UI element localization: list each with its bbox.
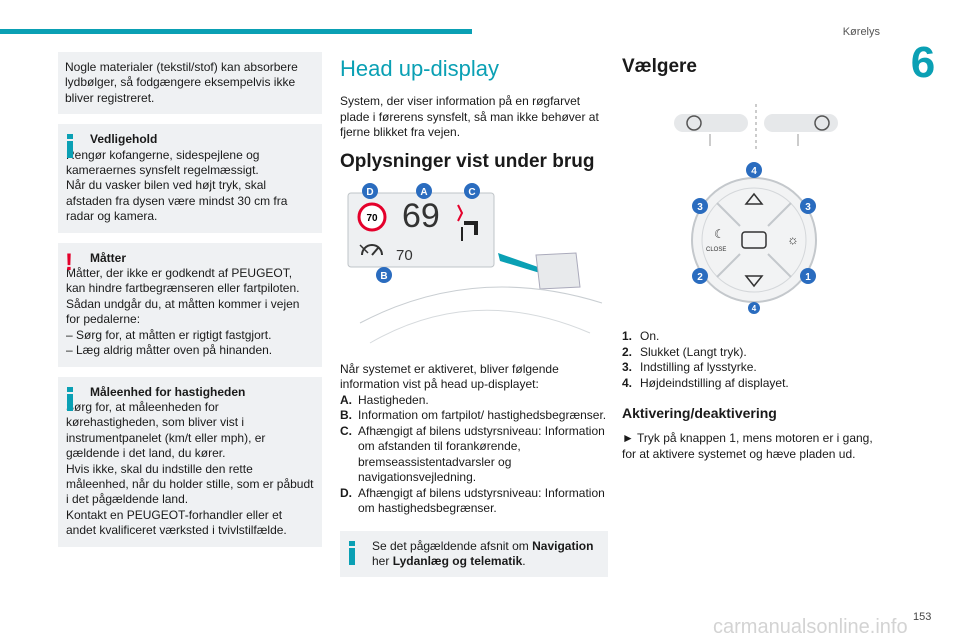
box-title: Vedligehold: [90, 132, 158, 147]
list-item: 2.Slukket (Langt tryk).: [622, 344, 747, 359]
list-item: 4.Højdeindstilling af displayet.: [622, 375, 789, 390]
svg-text:4: 4: [751, 166, 757, 177]
left-column: Nogle materialer (tekstil/stof) kan abso…: [58, 52, 322, 557]
header-accent-bar: [0, 29, 472, 34]
callout-c: C: [464, 182, 480, 199]
warning-icon: !: [65, 248, 73, 276]
callout-2: 2: [692, 268, 708, 284]
chapter-number: 6: [910, 38, 936, 87]
selector-ring: [701, 187, 807, 293]
list-item: D.Afhængigt af bilens udstyrsniveau: Inf…: [340, 485, 605, 516]
box-text: Måtter, der ikke er godkendt af PEUGEOT,…: [66, 266, 300, 358]
speed-value: 69: [402, 197, 440, 235]
up-arrow-icon: [744, 192, 764, 205]
intro-text: System, der viser information på en røgf…: [340, 94, 599, 139]
set-speed-value: 70: [396, 247, 413, 264]
section-heading: Oplysninger vist under brug: [340, 150, 595, 172]
list-item: B.Information om fartpilot/ hastighedsbe…: [340, 408, 607, 422]
down-arrow-icon: [744, 275, 764, 288]
navigation-arrow-icon: [457, 204, 478, 241]
close-label: CLOSE: [706, 247, 726, 253]
info-icon: [349, 540, 355, 565]
callout-1: 1: [800, 268, 816, 284]
sun-icon: ☼: [787, 232, 799, 247]
moon-icon: ☾: [714, 227, 725, 241]
action-text: ► Tryk på knappen 1, mens motoren er i g…: [622, 431, 873, 461]
dashboard-outline: [359, 286, 603, 323]
list-item: C.Afhængigt af bilens udstyrsniveau: Inf…: [340, 423, 605, 485]
subsection-heading: Aktivering/deaktivering: [622, 405, 777, 421]
info-icon: [67, 386, 73, 411]
svg-text:1: 1: [805, 272, 811, 283]
callout-3: 3: [692, 198, 708, 214]
middle-column: Head up-display System, der viser inform…: [340, 56, 608, 587]
dashboard-outline: [369, 309, 591, 343]
callout-b: B: [376, 266, 392, 283]
svg-text:A: A: [420, 187, 427, 198]
list-item: 3.Indstilling af lysstyrke.: [622, 360, 757, 374]
box-text: Rengør kofangerne, sidespejlene og kamer…: [66, 147, 288, 224]
hud-display-icon: [741, 231, 767, 249]
section-title: Kørelys: [842, 26, 880, 38]
cruise-control-icon: [359, 243, 383, 256]
steering-wheel-icon: [764, 114, 838, 146]
callout-4: 4: [748, 302, 760, 314]
callout-d: D: [362, 182, 378, 199]
svg-text:2: 2: [697, 272, 703, 283]
watermark: carmanualsonline.info: [713, 616, 908, 638]
list-item: A.Hastigheden.: [340, 392, 429, 407]
page-number: 153: [913, 611, 932, 623]
selector-list: 1.On. 2.Slukket (Langt tryk). 3.Indstill…: [622, 329, 884, 391]
box-text: Sørg for, at måleenheden for kørehastigh…: [66, 399, 314, 538]
svg-text:D: D: [366, 187, 373, 198]
page-title: Head up-display: [340, 56, 499, 81]
svg-text:3: 3: [697, 202, 703, 213]
info-icon: [67, 134, 73, 159]
hud-illustration: 70 69 70 D A C B: [347, 182, 603, 343]
list-lead: Når systemet er aktiveret, bliver følgen…: [340, 361, 559, 392]
svg-text:B: B: [380, 271, 387, 282]
steering-wheel-icon: [674, 114, 748, 146]
svg-text:4: 4: [752, 304, 757, 313]
box-title: Måleenhed for hastigheden: [90, 384, 246, 399]
info-list: A.Hastigheden. B.Information om fartpilo…: [340, 393, 608, 517]
mats-warning-box: ! Måtter Måtter, der ikke er godkendt af…: [58, 242, 322, 367]
navigation-note-box: Se det pågældende afsnit om Navigation h…: [340, 530, 608, 578]
box-title: Måtter: [90, 250, 127, 265]
maintenance-box: Vedligehold Rengør kofangerne, sidespejl…: [58, 124, 322, 233]
selector-illustration: ☾ CLOSE ☼ 4 3 3 2 1 4: [674, 104, 838, 314]
callout-3: 3: [800, 198, 816, 214]
callout-a: A: [416, 182, 432, 199]
hud-plate: [535, 251, 581, 290]
speed-unit-box: Måleenhed for hastigheden Sørg for, at m…: [58, 376, 322, 547]
hud-beam: [498, 252, 540, 273]
intro-box: Nogle materialer (tekstil/stof) kan abso…: [58, 52, 322, 115]
callout-4: 4: [746, 162, 762, 178]
intro-text: Nogle materialer (tekstil/stof) kan abso…: [65, 60, 298, 105]
list-item: 1.On.: [622, 329, 660, 343]
sign-value: 70: [366, 213, 378, 224]
section-heading: Vælgere: [622, 56, 697, 77]
cross-reference-link[interactable]: Lydanlæg og telematik: [392, 553, 523, 568]
svg-text:3: 3: [805, 202, 811, 213]
right-column: Vælgere ☾ CLOSE ☼ 4 3 3 2 1 4 1.On.: [622, 56, 884, 472]
speed-limit-sign: [357, 202, 387, 231]
svg-text:C: C: [468, 187, 475, 198]
